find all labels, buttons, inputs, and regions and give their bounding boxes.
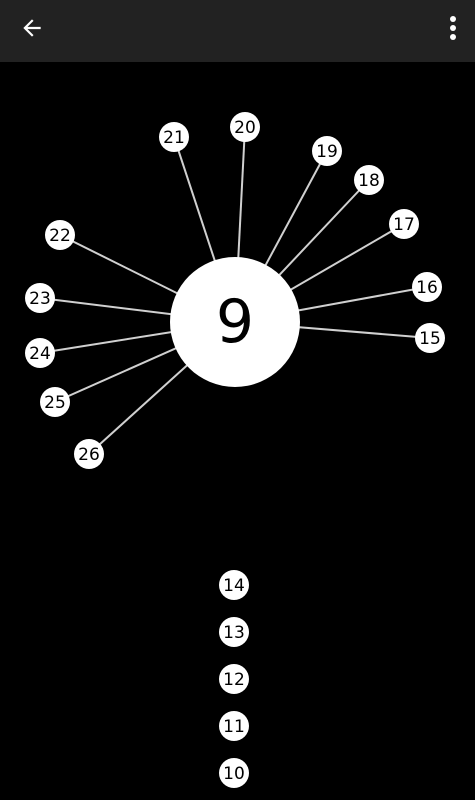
pin-number: 17 [393,215,415,235]
pin-number: 12 [223,670,245,690]
stuck-pin: 20 [230,112,260,142]
stuck-pin: 15 [415,323,445,353]
stuck-pin: 19 [312,136,342,166]
level-number: 9 [216,287,254,357]
queued-pin: 11 [219,711,249,741]
more-vert-icon [450,16,456,40]
arrow-back-icon [23,19,41,37]
pin-ball [74,439,104,469]
stuck-pin: 23 [25,283,55,313]
stuck-pin: 24 [25,338,55,368]
pin-ball [354,165,384,195]
pin-ball [230,112,260,142]
stuck-pin: 21 [159,122,189,152]
pin-ball [412,272,442,302]
stuck-pin: 17 [389,209,419,239]
queued-pin: 13 [219,617,249,647]
pin-number: 22 [49,226,71,246]
pin-number: 13 [223,623,245,643]
pin-number: 24 [29,344,51,364]
pin-number: 14 [223,576,245,596]
queued-pin: 12 [219,664,249,694]
overflow-menu-button[interactable] [437,6,469,50]
queued-pin: 14 [219,570,249,600]
hub: 9 [170,257,300,387]
hub-circle [170,257,300,387]
pin-ball [25,338,55,368]
pin-ball [219,664,249,694]
pin-ball [219,617,249,647]
stuck-pin: 25 [40,387,70,417]
pin-ball [40,387,70,417]
pin-ball [219,758,249,788]
pin-number: 11 [223,717,245,737]
pin-number: 25 [44,393,66,413]
back-button[interactable] [10,6,54,50]
pin-number: 21 [163,128,185,148]
pin-number: 10 [223,764,245,784]
pin-number: 23 [29,289,51,309]
pin-ball [25,283,55,313]
pin-ball [159,122,189,152]
app-bar [0,0,475,62]
stuck-pin: 26 [74,439,104,469]
queued-pin: 10 [219,758,249,788]
pin-number: 18 [358,171,380,191]
pin-ball [45,220,75,250]
pin-number: 20 [234,118,256,138]
pin-ball [312,136,342,166]
stuck-pin: 16 [412,272,442,302]
stuck-pin: 22 [45,220,75,250]
pin-number: 16 [416,278,438,298]
pin-ball [389,209,419,239]
pin-ball [219,570,249,600]
pin-number: 26 [78,445,100,465]
pin-number: 15 [419,329,441,349]
stuck-pin: 18 [354,165,384,195]
pin-ball [219,711,249,741]
pin-ball [415,323,445,353]
pin-number: 19 [316,142,338,162]
